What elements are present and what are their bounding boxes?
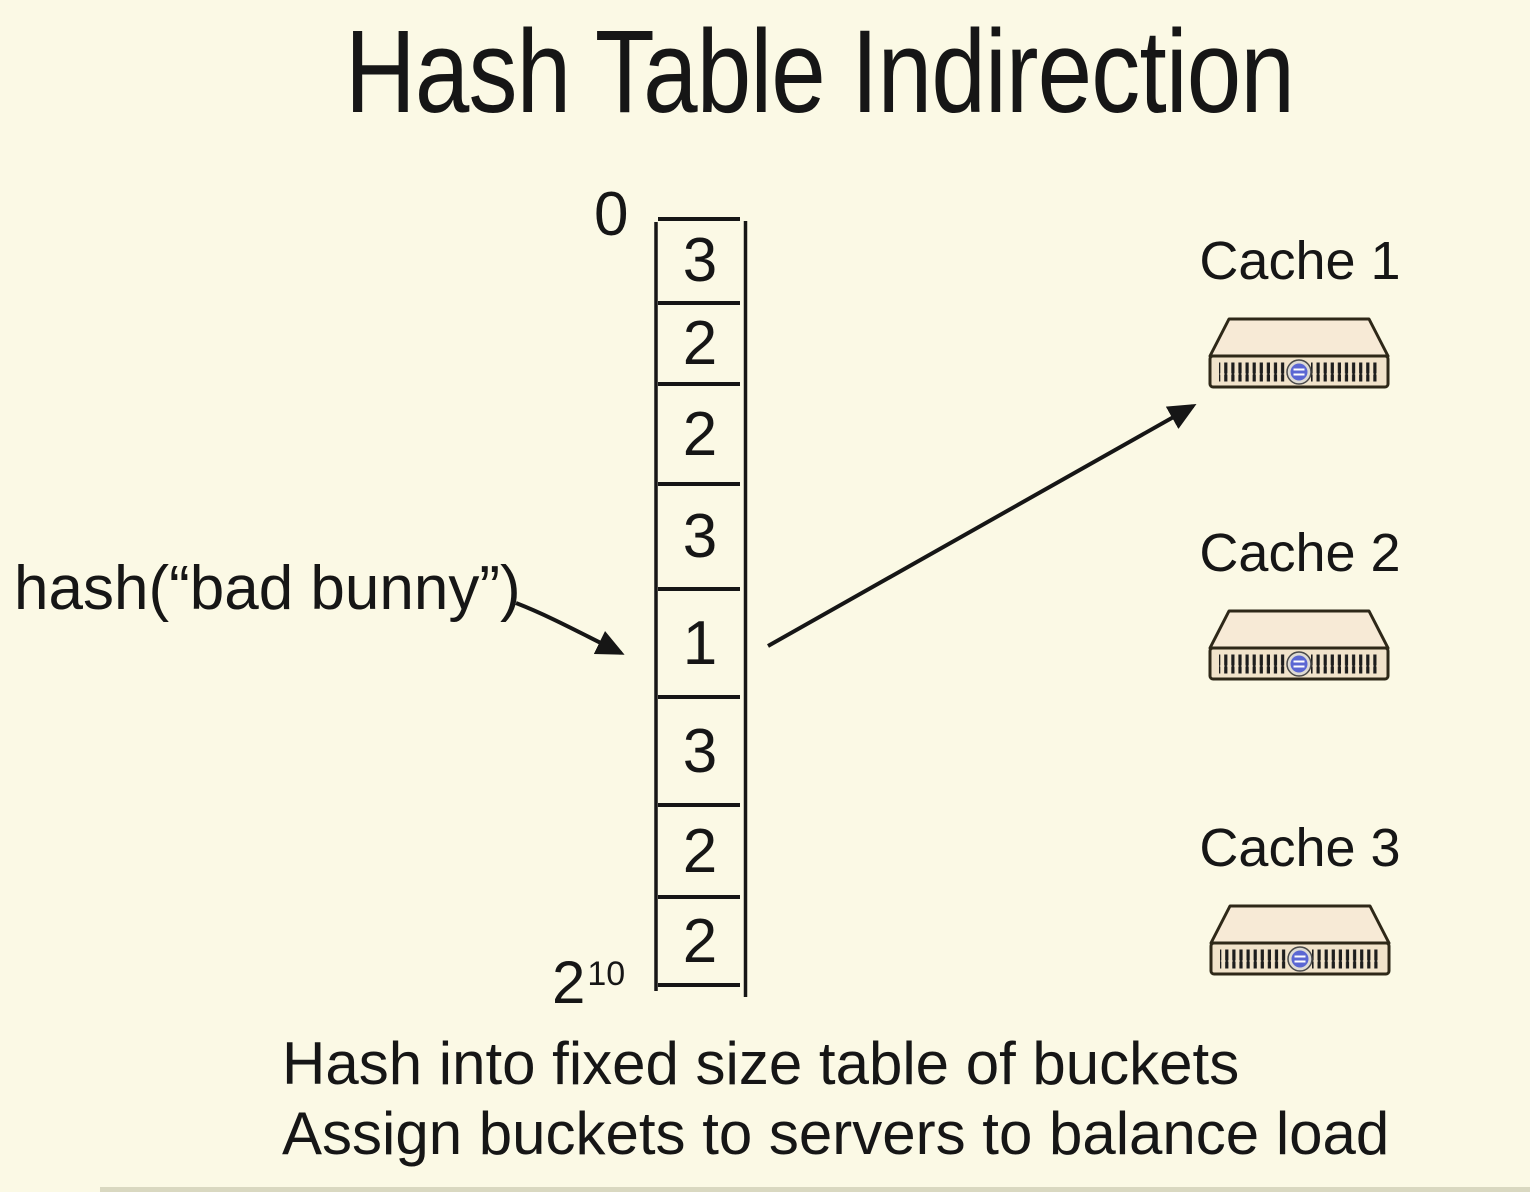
bucket-cell-5: 3 bbox=[682, 716, 718, 786]
table-end-index-label: 210 bbox=[552, 953, 625, 1013]
bucket-cell-3: 3 bbox=[682, 501, 718, 571]
cache-2-label: Cache 2 bbox=[1199, 523, 1401, 583]
bottom-edge-artifact bbox=[100, 1187, 1530, 1192]
bucket-cell-0: 3 bbox=[682, 225, 718, 295]
bucket-to-cache1-arrow bbox=[767, 404, 1197, 648]
notes: Hash into fixed size table of buckets As… bbox=[282, 1029, 1389, 1169]
bucket-cell-1: 2 bbox=[682, 308, 718, 378]
cache-3-label: Cache 3 bbox=[1199, 818, 1401, 878]
cache-1-label: Cache 1 bbox=[1199, 231, 1401, 291]
note-line-2: Assign buckets to servers to balance loa… bbox=[282, 1100, 1390, 1167]
cache-2-server-icon bbox=[1208, 609, 1390, 681]
table-start-index-label: 0 bbox=[594, 180, 629, 249]
slide-title: Hash Table Indirection bbox=[345, 6, 1295, 138]
cache-3-server-icon bbox=[1209, 904, 1391, 976]
bucket-cell-7: 2 bbox=[682, 906, 718, 976]
table-end-index-exponent: 10 bbox=[587, 955, 626, 993]
bucket-cell-4: 1 bbox=[682, 608, 718, 678]
hash-to-bucket-arrow bbox=[515, 601, 625, 655]
bucket-cell-2: 2 bbox=[682, 399, 718, 469]
note-line-1: Hash into fixed size table of buckets bbox=[282, 1030, 1240, 1097]
hash-function-label: hash(“bad bunny”) bbox=[14, 554, 521, 623]
table-end-index-base: 2 bbox=[552, 949, 586, 1016]
bucket-cell-6: 2 bbox=[682, 816, 718, 886]
cache-1-server-icon bbox=[1208, 317, 1390, 389]
